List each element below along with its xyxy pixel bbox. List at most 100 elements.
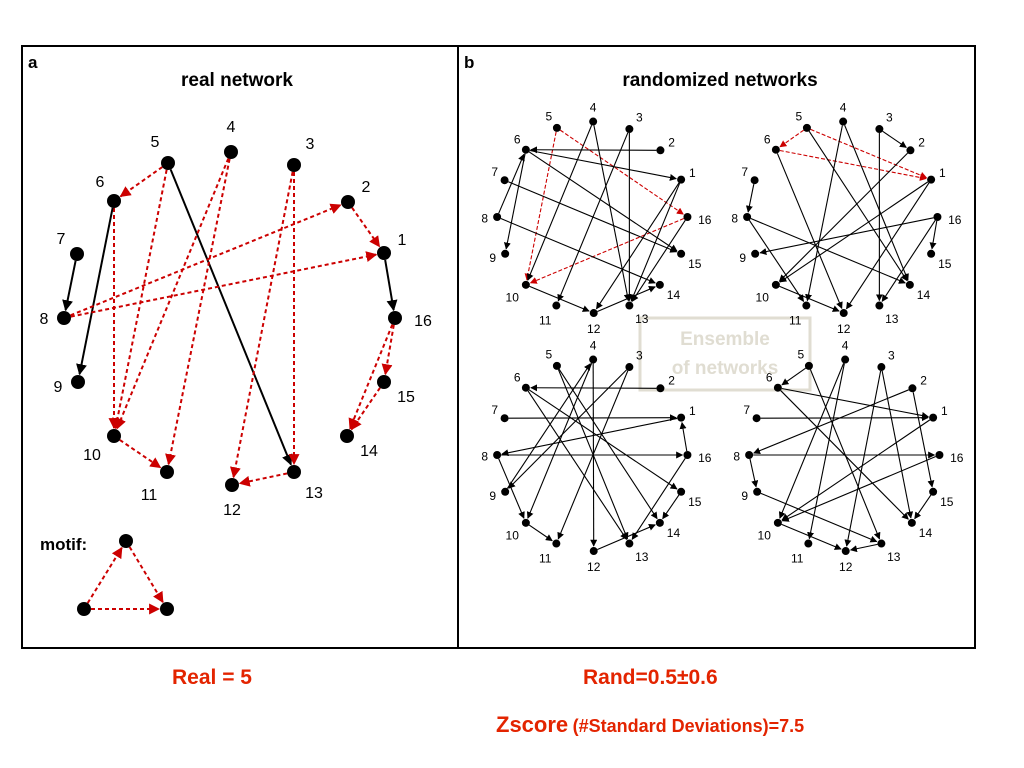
net2-edge-6-1 xyxy=(779,149,927,181)
edge-6-9 xyxy=(76,207,114,376)
net1-node-14 xyxy=(655,280,664,289)
net4-edge-5-13 xyxy=(809,369,881,540)
node-8 xyxy=(57,311,71,325)
net2-node-label-3: 3 xyxy=(886,110,893,124)
node-label-16: 16 xyxy=(414,313,432,330)
node-label-2: 2 xyxy=(362,179,371,196)
net3-node-label-3: 3 xyxy=(636,348,643,362)
net4-node-label-1: 1 xyxy=(941,404,948,418)
edge-8-1 xyxy=(70,251,378,318)
net1-edge-7-15 xyxy=(508,181,678,253)
node-7 xyxy=(70,247,84,261)
net1-node-1 xyxy=(677,175,686,184)
edge-8-2 xyxy=(70,203,342,317)
node-label-4: 4 xyxy=(227,119,236,136)
edge-3-12 xyxy=(230,171,294,479)
node-label-3: 3 xyxy=(306,136,315,153)
net4-edge-6-14 xyxy=(780,390,909,520)
net1-node-2 xyxy=(656,146,665,155)
edge-5-6 xyxy=(119,166,163,198)
edge-7-8 xyxy=(62,260,77,312)
net2-node-label-13: 13 xyxy=(885,312,899,326)
edge-16-14 xyxy=(348,324,394,430)
net1-edge-16-10 xyxy=(529,218,684,284)
net4-node-16 xyxy=(935,451,944,459)
net2-node-7 xyxy=(750,176,759,185)
node-label-14: 14 xyxy=(360,443,378,460)
net1-node-8 xyxy=(493,213,502,221)
net2-node-label-16: 16 xyxy=(948,213,962,227)
net1-edge-4-13 xyxy=(593,125,631,302)
net2-node-label-11: 11 xyxy=(789,313,802,327)
node-label-7: 7 xyxy=(57,231,66,248)
node-15 xyxy=(377,375,391,389)
net2-edge-3-2 xyxy=(882,130,907,148)
net3-node-label-6: 6 xyxy=(514,370,521,384)
net2-node-label-7: 7 xyxy=(741,165,748,179)
net4-node-6 xyxy=(773,383,782,392)
node-9 xyxy=(71,375,85,389)
net1-edge-6-1 xyxy=(529,149,677,181)
net1-node-label-8: 8 xyxy=(481,212,488,226)
net4-edge-7-1 xyxy=(760,414,929,422)
net2-node-15 xyxy=(927,249,936,258)
net1-node-label-5: 5 xyxy=(546,109,553,123)
net3-node-10 xyxy=(521,518,530,527)
net3-node-15 xyxy=(677,487,686,496)
net1-edge-6-15 xyxy=(528,151,678,252)
node-label-1: 1 xyxy=(398,232,407,249)
net1-node-label-11: 11 xyxy=(539,313,552,327)
net2-edge-8-11 xyxy=(748,220,805,302)
net1-edge-8-6 xyxy=(498,153,525,214)
net2-node-label-1: 1 xyxy=(939,166,946,180)
node-10 xyxy=(107,429,121,443)
edge-4-10 xyxy=(115,158,230,430)
net1-node-label-16: 16 xyxy=(698,213,712,227)
node-label-8: 8 xyxy=(40,311,49,328)
net4-node-10 xyxy=(773,518,782,527)
edge-5-13 xyxy=(169,169,293,466)
edge-2-1 xyxy=(351,207,381,248)
net2-edge-5-1 xyxy=(810,128,928,179)
net1-node-label-12: 12 xyxy=(587,322,601,336)
net1-node-13 xyxy=(625,301,634,310)
net2-edge-16-13 xyxy=(881,220,936,302)
node-13 xyxy=(287,465,301,479)
edge-4-11 xyxy=(165,158,231,466)
ensemble-box xyxy=(638,316,812,392)
net2-edge-16-15 xyxy=(929,220,938,250)
panel-a-title: real network xyxy=(181,70,293,91)
net3-node-8 xyxy=(493,451,502,459)
net4-node-label-5: 5 xyxy=(798,347,805,361)
net2-edge-2-10 xyxy=(778,152,908,282)
net3-node-13 xyxy=(625,539,634,548)
net3-node-label-7: 7 xyxy=(491,403,498,417)
edge-5-10 xyxy=(112,169,168,430)
net4-node-14 xyxy=(907,518,916,527)
node-5 xyxy=(161,156,175,170)
net1-edge-12-14 xyxy=(597,286,656,312)
net3-edge-16-13 xyxy=(631,458,686,540)
net2-node-label-2: 2 xyxy=(918,135,925,149)
net3-node-label-12: 12 xyxy=(587,560,601,574)
net1-node-16 xyxy=(683,213,692,221)
net1-node-6 xyxy=(521,145,530,154)
node-label-5: 5 xyxy=(151,134,160,151)
net4-node-label-10: 10 xyxy=(758,528,772,542)
net1-node-label-9: 9 xyxy=(489,251,496,265)
net4-node-label-12: 12 xyxy=(839,560,853,574)
net4-edge-3-12 xyxy=(844,370,882,547)
net3-node-11 xyxy=(552,539,561,548)
net1-edge-16-13 xyxy=(631,220,686,302)
net1-node-label-2: 2 xyxy=(668,135,675,149)
net3-edge-7-1 xyxy=(508,414,677,422)
edge-1-16 xyxy=(384,259,398,312)
net1-node-11 xyxy=(552,301,561,310)
net3-edge-6-15 xyxy=(528,389,678,490)
net2-edge-5-14 xyxy=(808,130,908,282)
net1-node-12 xyxy=(589,309,598,318)
net1-edge-10-12 xyxy=(529,285,590,312)
